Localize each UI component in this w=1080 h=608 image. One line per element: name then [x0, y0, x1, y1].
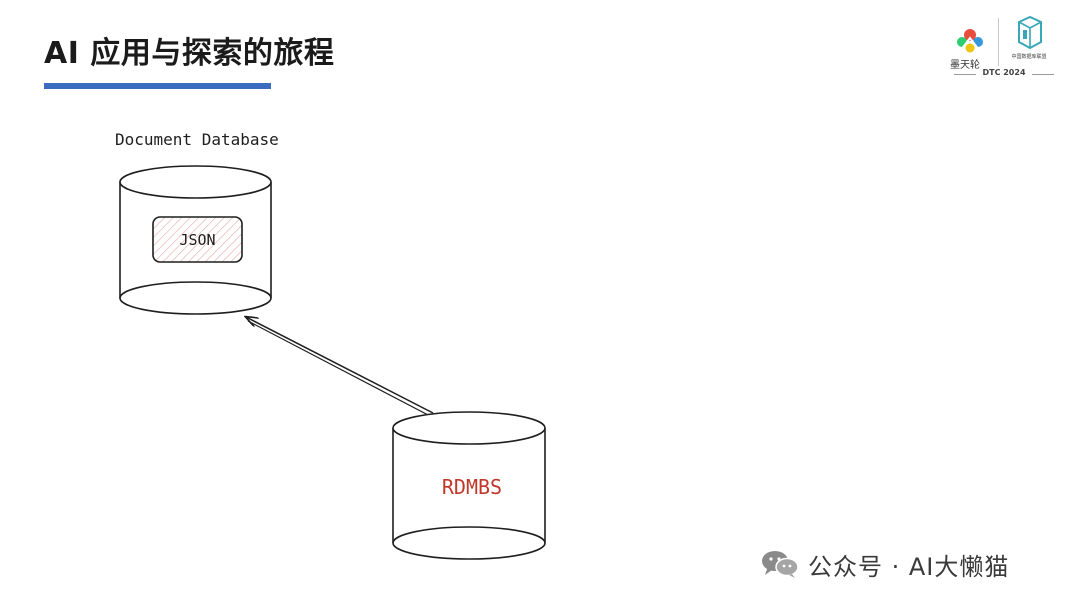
- arrow-line-second-stroke: [247, 320, 431, 417]
- document-database-label: Document Database: [115, 130, 279, 149]
- connection-arrow: [246, 317, 434, 417]
- db-alliance-logo-icon: [1018, 15, 1042, 50]
- wechat-icon: [762, 551, 799, 578]
- rdbms-bottom-ellipse: [392, 526, 546, 560]
- wechat-watermark: 公众号 · AI大懒猫: [760, 548, 1010, 581]
- json-label: JSON: [179, 231, 215, 249]
- document-database-cylinder: [119, 165, 272, 315]
- title-underline: [44, 83, 271, 89]
- arrow-line: [246, 317, 434, 414]
- event-year: DTC 2024: [982, 68, 1026, 77]
- doc-db-bottom-ellipse: [119, 281, 272, 315]
- rdbms-label: RDMBS: [442, 475, 502, 499]
- json-box: [152, 216, 243, 263]
- rdbms-cylinder: [392, 411, 546, 560]
- logo-icons: [957, 15, 1042, 53]
- watermark-text: 公众号 · AI大懒猫: [808, 552, 1010, 581]
- db-alliance-logo-text: 中国数据库联盟: [1011, 54, 1047, 60]
- year-line-left: [954, 74, 976, 75]
- modb-logo-text: 墨天轮: [950, 60, 980, 71]
- modb-logo-icon: [957, 29, 983, 53]
- doc-db-top-ellipse: [119, 165, 272, 199]
- year-line-right: [1032, 74, 1054, 75]
- event-logos: 墨天轮 中国数据库联盟 DTC 2024: [948, 12, 1060, 82]
- rdbms-top-ellipse: [392, 411, 546, 445]
- logo-divider: [998, 18, 999, 66]
- page-title: AI 应用与探索的旅程: [44, 36, 335, 71]
